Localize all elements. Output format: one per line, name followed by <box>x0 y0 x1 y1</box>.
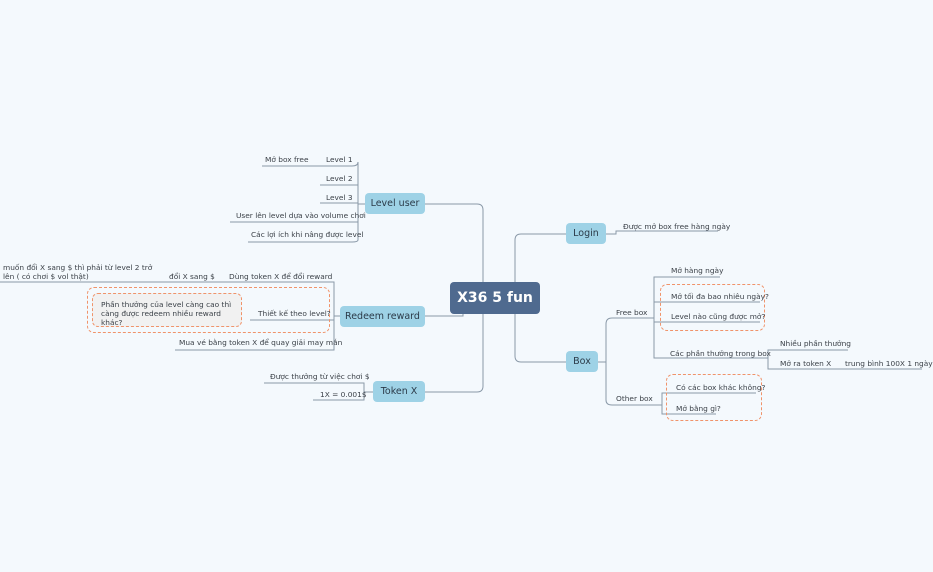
label-use-token[interactable]: Dùng token X để đổi reward <box>229 272 333 281</box>
label-login-daily[interactable]: Được mở box free hàng ngày <box>623 222 731 231</box>
label-level-reward-note[interactable]: Phần thưởng của level càng cao thì càng … <box>101 300 232 327</box>
label-other-any[interactable]: Có các box khác không? <box>676 383 766 392</box>
label-lucky-draw[interactable]: Mua vé bằng token X để quay giải may mắn <box>179 338 343 347</box>
link-box <box>514 299 566 363</box>
label-token-reward[interactable]: Được thưởng từ việc chơi $ <box>270 372 370 381</box>
label-level-2[interactable]: Level 2 <box>326 174 353 183</box>
label-level-benefits[interactable]: Các lợi ích khi nâng được level <box>251 230 364 239</box>
label-open-free-box[interactable]: Mở box free <box>265 155 309 164</box>
topic-box[interactable]: Box <box>566 351 598 372</box>
redeem-note-inner-box <box>92 293 242 327</box>
topic-token-x[interactable]: Token X <box>373 381 425 402</box>
label-any-level[interactable]: Level nào cũng được mở? <box>671 312 766 321</box>
label-design-by-level[interactable]: Thiết kế theo level? <box>258 309 331 318</box>
label-open-with[interactable]: Mở bằng gì? <box>676 404 721 413</box>
label-token-rate[interactable]: 1X = 0.001$ <box>320 390 367 399</box>
label-token-x-open[interactable]: Mở ra token X <box>780 359 832 368</box>
central-topic[interactable]: X36 5 fun <box>450 282 540 314</box>
label-open-daily[interactable]: Mở hàng ngày <box>671 266 724 275</box>
topic-login[interactable]: Login <box>566 223 606 244</box>
redeem-note-box <box>87 287 330 333</box>
label-other-box[interactable]: Other box <box>616 394 653 403</box>
topic-level-user[interactable]: Level user <box>365 193 425 214</box>
link-token <box>425 309 484 393</box>
label-free-box[interactable]: Free box <box>616 308 648 317</box>
label-swap-note[interactable]: muốn đổi X sang $ thì phải từ level 2 tr… <box>3 263 153 281</box>
free-box-questions-box <box>660 284 765 331</box>
label-level-1[interactable]: Level 1 <box>326 155 353 164</box>
link-level-user <box>425 203 484 298</box>
label-level-volume[interactable]: User lên level dựa vào volume chơi <box>236 211 366 220</box>
label-max-per-day[interactable]: Mở tối đa bao nhiêu ngày? <box>671 292 769 301</box>
label-rewards-in-box[interactable]: Các phần thưởng trong box <box>670 349 771 358</box>
label-average-per-day[interactable]: trung bình 100X 1 ngày <box>845 359 933 368</box>
label-level-3[interactable]: Level 3 <box>326 193 353 202</box>
label-many-rewards[interactable]: Nhiều phần thưởng <box>780 339 851 348</box>
topic-redeem-reward[interactable]: Redeem reward <box>340 306 425 327</box>
link-login <box>514 233 566 298</box>
other-box-questions-box <box>666 374 762 421</box>
label-swap-x[interactable]: đổi X sang $ <box>169 272 215 281</box>
